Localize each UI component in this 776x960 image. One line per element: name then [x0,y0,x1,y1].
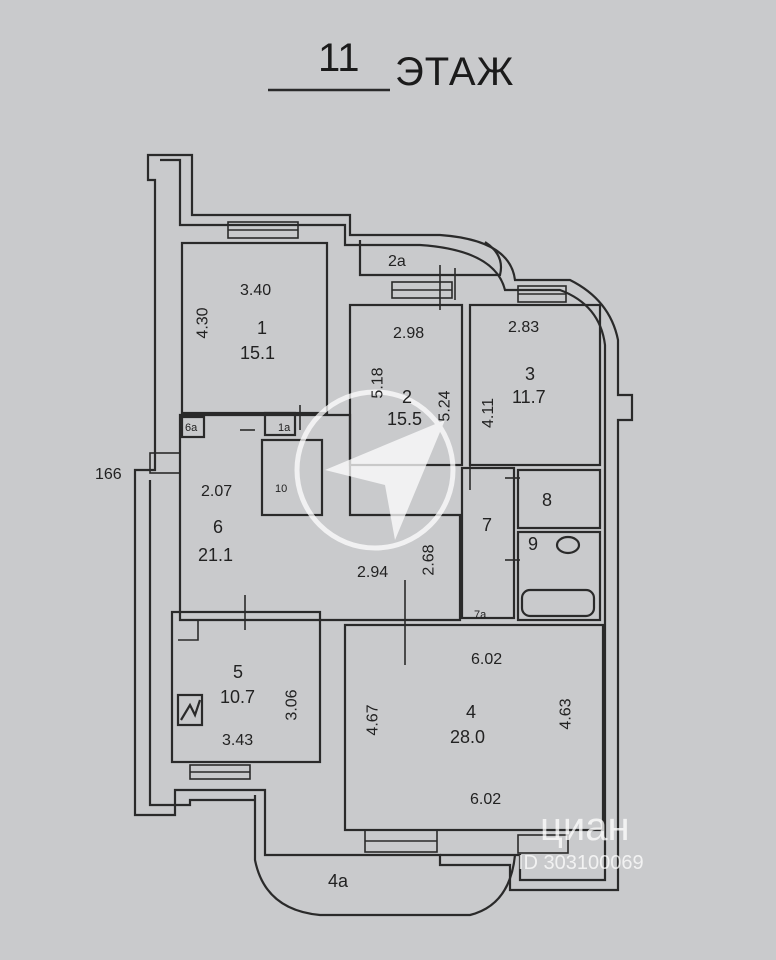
room-3-number: 3 [525,364,536,384]
room-5-width: 3.43 [222,732,254,749]
room-6-dim-b: 2.94 [357,564,389,581]
room-6-number: 6 [213,517,224,537]
room-1a-outline [263,411,297,437]
room-6-area: 21.1 [198,545,234,565]
balcony-4a-label: 4а [328,871,349,891]
room-9-outline [516,530,602,622]
watermark-id: ID 303100069 [518,852,644,874]
watermark-brand: циан [540,805,630,849]
room-5-number: 5 [233,662,244,682]
room-3-height: 4.11 [479,398,497,428]
watermark-play-logo [294,389,456,551]
room-2-height: 5.18 [369,367,387,399]
room-2-width: 2.98 [393,325,425,342]
room-5-height: 3.06 [283,689,301,721]
balcony-4a-outline [253,795,517,917]
room-7a-label: 7а [474,609,487,621]
room-2-height-2: 5.24 [436,390,454,422]
floor-title: ЭТАЖ [395,50,515,94]
room-9-number: 9 [528,534,539,554]
room-6a-outline [180,415,206,439]
windows [149,221,569,854]
room-4-dim-right: 4.63 [557,698,575,730]
room-1-height: 4.30 [194,307,212,339]
room-8-number: 8 [542,490,553,510]
marker-166: 166 [95,466,122,483]
balcony-2a-outline [358,240,503,277]
inner-wall [148,158,607,882]
room-1-outline [180,241,329,415]
outer-wall [133,153,634,892]
room-10-label: 10 [275,483,288,495]
room-4-number: 4 [466,702,477,722]
shaft-symbol [176,693,204,727]
room-2-area: 15.5 [387,409,423,429]
room-1a-label: 1а [278,422,291,434]
bath-fixture [520,588,596,618]
room-6a-label: 6а [185,422,198,434]
room-4-outline [343,623,605,832]
room-3-area: 11.7 [512,387,546,407]
room-7-outline [460,466,516,620]
room-6-dim-a: 2.07 [201,483,233,500]
room-10-outline [260,438,324,517]
room-8-outline [516,468,602,530]
room-1-width: 3.40 [240,282,272,299]
room-5-area: 10.7 [220,687,256,707]
room-2-number: 2 [402,387,413,407]
room-7-number: 7 [482,515,493,535]
room-3-outline [468,303,602,467]
floor-number: 11 [318,36,360,80]
room-1-number: 1 [257,318,268,338]
room-4-dim-left: 4.67 [364,704,382,736]
room-6-dim-c: 2.68 [420,544,438,576]
room-6-outline [178,413,462,622]
room-4-area: 28.0 [450,727,486,747]
toilet-fixture [555,535,581,555]
room-4-dim-bottom: 6.02 [470,791,502,808]
room-3-width: 2.83 [508,319,540,336]
door-marks [240,265,520,665]
room-5-outline [170,610,322,764]
room-4-dim-top: 6.02 [471,651,503,668]
balcony-2a-label: 2а [388,253,406,270]
room-1-area: 15.1 [240,343,276,363]
